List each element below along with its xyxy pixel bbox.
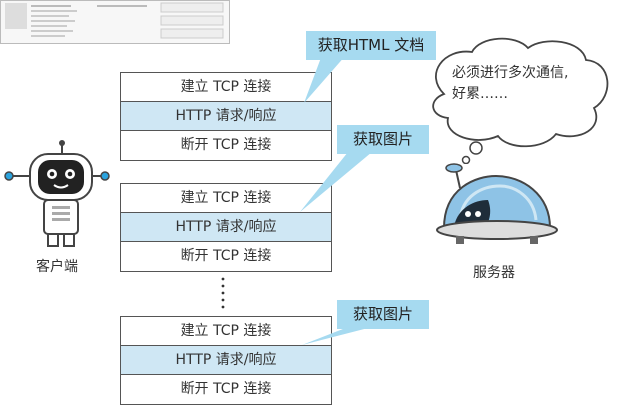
http-request-response-row: HTTP 请求/响应 — [121, 346, 331, 375]
connection-stack-2: 建立 TCP 连接 HTTP 请求/响应 断开 TCP 连接 — [120, 183, 332, 272]
thought-bubble — [432, 37, 609, 164]
callout-pointer-3 — [302, 327, 372, 345]
tcp-connect-row: 建立 TCP 连接 — [121, 184, 331, 213]
webpage-thumbnail — [0, 0, 230, 44]
connection-stack-1: 建立 TCP 连接 HTTP 请求/响应 断开 TCP 连接 — [120, 72, 332, 161]
server-dome-icon — [436, 163, 558, 244]
vertical-ellipsis — [221, 277, 225, 309]
callout-get-image-1: 获取图片 — [337, 125, 429, 154]
http-request-response-row: HTTP 请求/响应 — [121, 213, 331, 242]
thought-line-2: 好累…… — [452, 86, 508, 102]
client-robot-icon — [4, 140, 110, 247]
callout-get-image-2: 获取图片 — [337, 300, 429, 329]
callout-pointer-1 — [304, 55, 346, 103]
tcp-connect-row: 建立 TCP 连接 — [121, 317, 331, 346]
thought-line-1: 必须进行多次通信, — [452, 65, 569, 81]
http-request-response-row: HTTP 请求/响应 — [121, 102, 331, 131]
tcp-disconnect-row: 断开 TCP 连接 — [180, 137, 272, 153]
webpage-thumbnail-graphic — [5, 2, 224, 39]
server-label: 服务器 — [473, 265, 515, 281]
tcp-connect-row: 建立 TCP 连接 — [121, 73, 331, 102]
tcp-disconnect-row: 断开 TCP 连接 — [180, 381, 272, 397]
callout-get-html: 获取HTML 文档 — [306, 31, 436, 60]
tcp-disconnect-row: 断开 TCP 连接 — [180, 248, 272, 264]
connection-stack-3: 建立 TCP 连接 HTTP 请求/响应 断开 TCP 连接 — [120, 316, 332, 405]
client-label: 客户端 — [36, 259, 78, 275]
callout-pointer-2 — [300, 152, 372, 212]
